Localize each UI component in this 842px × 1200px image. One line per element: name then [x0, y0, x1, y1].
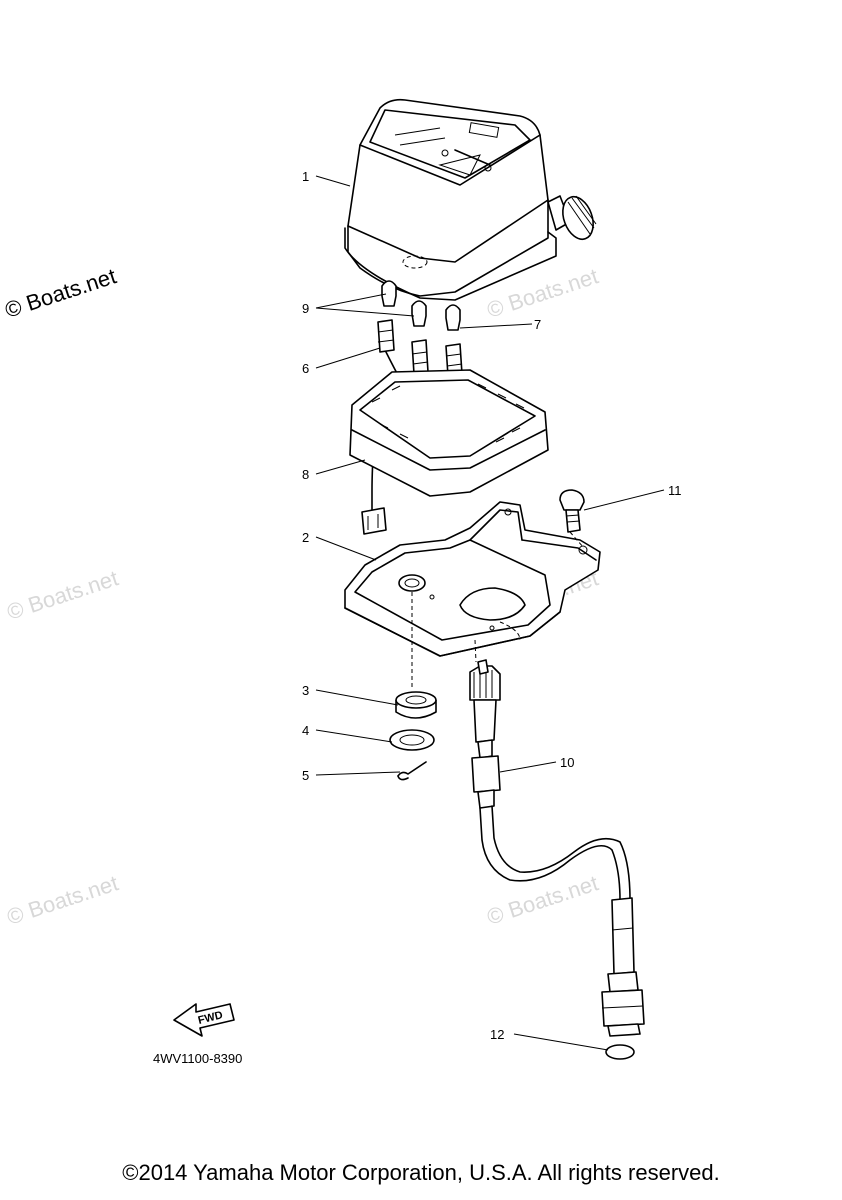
clip: [397, 761, 427, 781]
bulb-7: [445, 304, 461, 331]
leader-lines: [315, 175, 665, 1051]
callout-8: 8: [302, 467, 309, 482]
meter-base: [349, 369, 549, 535]
speedometer-cable: [469, 659, 645, 1037]
o-ring: [605, 1044, 635, 1060]
callout-5: 5: [302, 768, 309, 783]
copyright-footer: ©2014 Yamaha Motor Corporation, U.S.A. A…: [122, 1160, 720, 1185]
grommet: [395, 691, 437, 719]
fwd-arrow-icon: FWD: [173, 1003, 235, 1037]
callout-1: 1: [302, 169, 309, 184]
meter-assembly: [344, 98, 597, 301]
fwd-label: FWD: [197, 1009, 224, 1027]
watermark-faint-5: © Boats.net: [484, 870, 601, 929]
callout-9: 9: [302, 301, 309, 316]
alignment-line-2: [569, 531, 585, 549]
reset-knob: [547, 195, 597, 241]
watermark-faint-2: © Boats.net: [4, 565, 121, 624]
watermark-dark: © Boats.net: [2, 263, 119, 322]
callout-11: 11: [668, 483, 682, 498]
callout-3: 3: [302, 683, 309, 698]
bulb-9b: [411, 300, 427, 327]
meter-bracket: [344, 501, 601, 657]
callout-12: 12: [490, 1027, 504, 1042]
bolt: [559, 489, 585, 533]
watermark-faint-1: © Boats.net: [484, 263, 601, 322]
bulb-9a: [381, 280, 397, 307]
callout-6: 6: [302, 361, 309, 376]
callout-4: 4: [302, 723, 309, 738]
washer: [389, 729, 435, 751]
callout-7: 7: [534, 317, 541, 332]
diagram-code: 4WV1100-8390: [153, 1051, 242, 1066]
alignment-line-3: [474, 639, 477, 663]
callout-10: 10: [560, 755, 574, 770]
watermark-faint-4: © Boats.net: [4, 870, 121, 929]
callout-2: 2: [302, 530, 309, 545]
